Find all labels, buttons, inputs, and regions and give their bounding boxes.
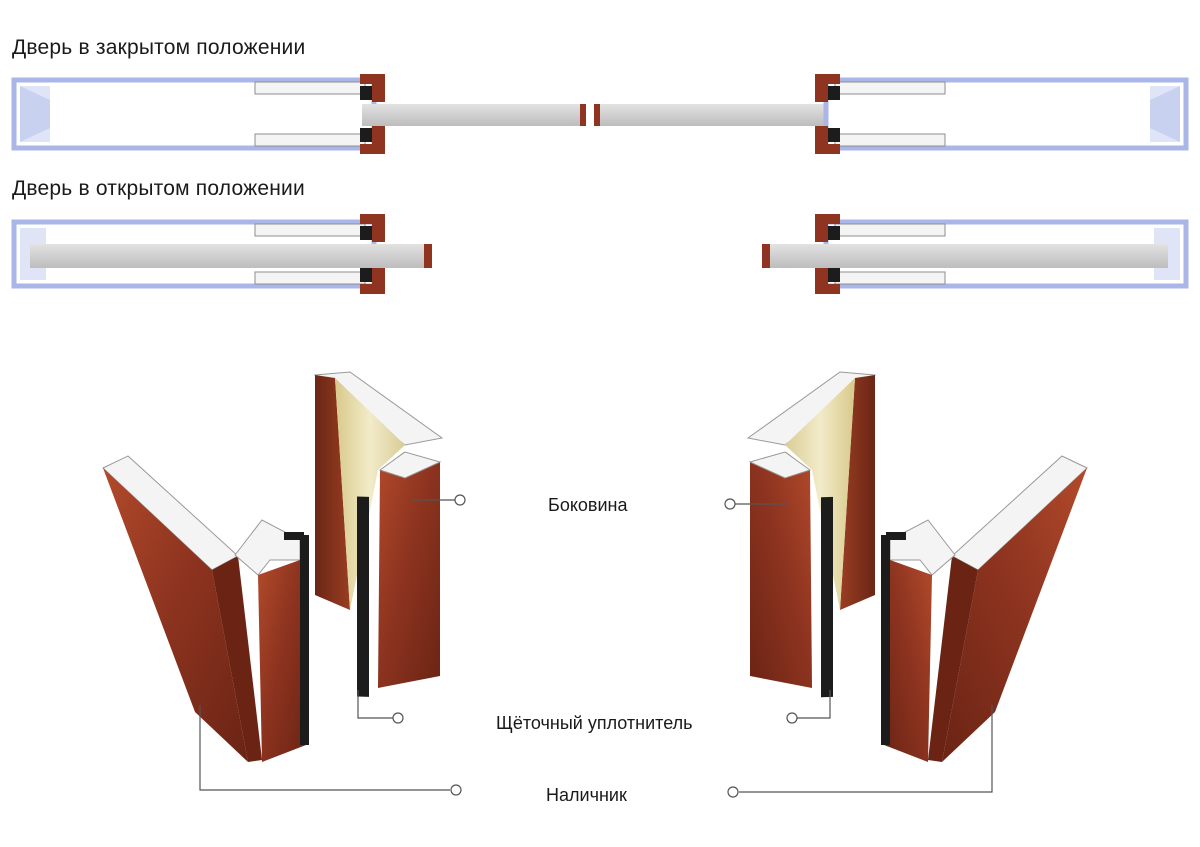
closed-door-leaf-right: [598, 104, 834, 126]
open-door-leaf-left: [30, 244, 426, 268]
open-section: [11, 214, 1189, 294]
left-side-panel: [313, 371, 444, 697]
heading-closed-position: Дверь в закрытом положении: [12, 36, 306, 59]
right-3d-assembly: [746, 371, 1088, 762]
leader-brush-left: [357, 690, 393, 719]
callout-brush-seal: Щёточный уплотнитель: [496, 713, 693, 733]
leader-dot-side-right: [724, 498, 736, 510]
leader-dot-brush-left: [392, 712, 404, 724]
leader-trim-right: [739, 705, 993, 793]
right-side-panel: [746, 371, 877, 698]
left-jamb-profile: [234, 519, 309, 762]
heading-open-position: Дверь в открытом положении: [12, 177, 305, 200]
leader-lines: [199, 494, 993, 798]
open-door-leaf-right: [768, 244, 1168, 268]
callout-side-panel: Боковина: [548, 495, 628, 515]
leader-trim-left: [199, 705, 450, 791]
leader-dot-side-left: [454, 494, 466, 506]
leader-brush-right: [797, 690, 831, 719]
closed-section: [11, 74, 1189, 154]
closed-right-frame: [815, 74, 1189, 154]
left-3d-assembly: [102, 371, 444, 762]
leader-dot-brush-right: [786, 712, 798, 724]
right-jamb-profile: [881, 519, 956, 762]
callout-trim: Наличник: [546, 785, 627, 805]
closed-left-frame: [11, 74, 385, 154]
closed-door-leaf-left: [362, 104, 584, 126]
right-trim: [928, 455, 1088, 762]
leader-dot-trim-right: [727, 786, 739, 798]
leader-dot-trim-left: [450, 784, 462, 796]
left-trim: [102, 455, 262, 762]
